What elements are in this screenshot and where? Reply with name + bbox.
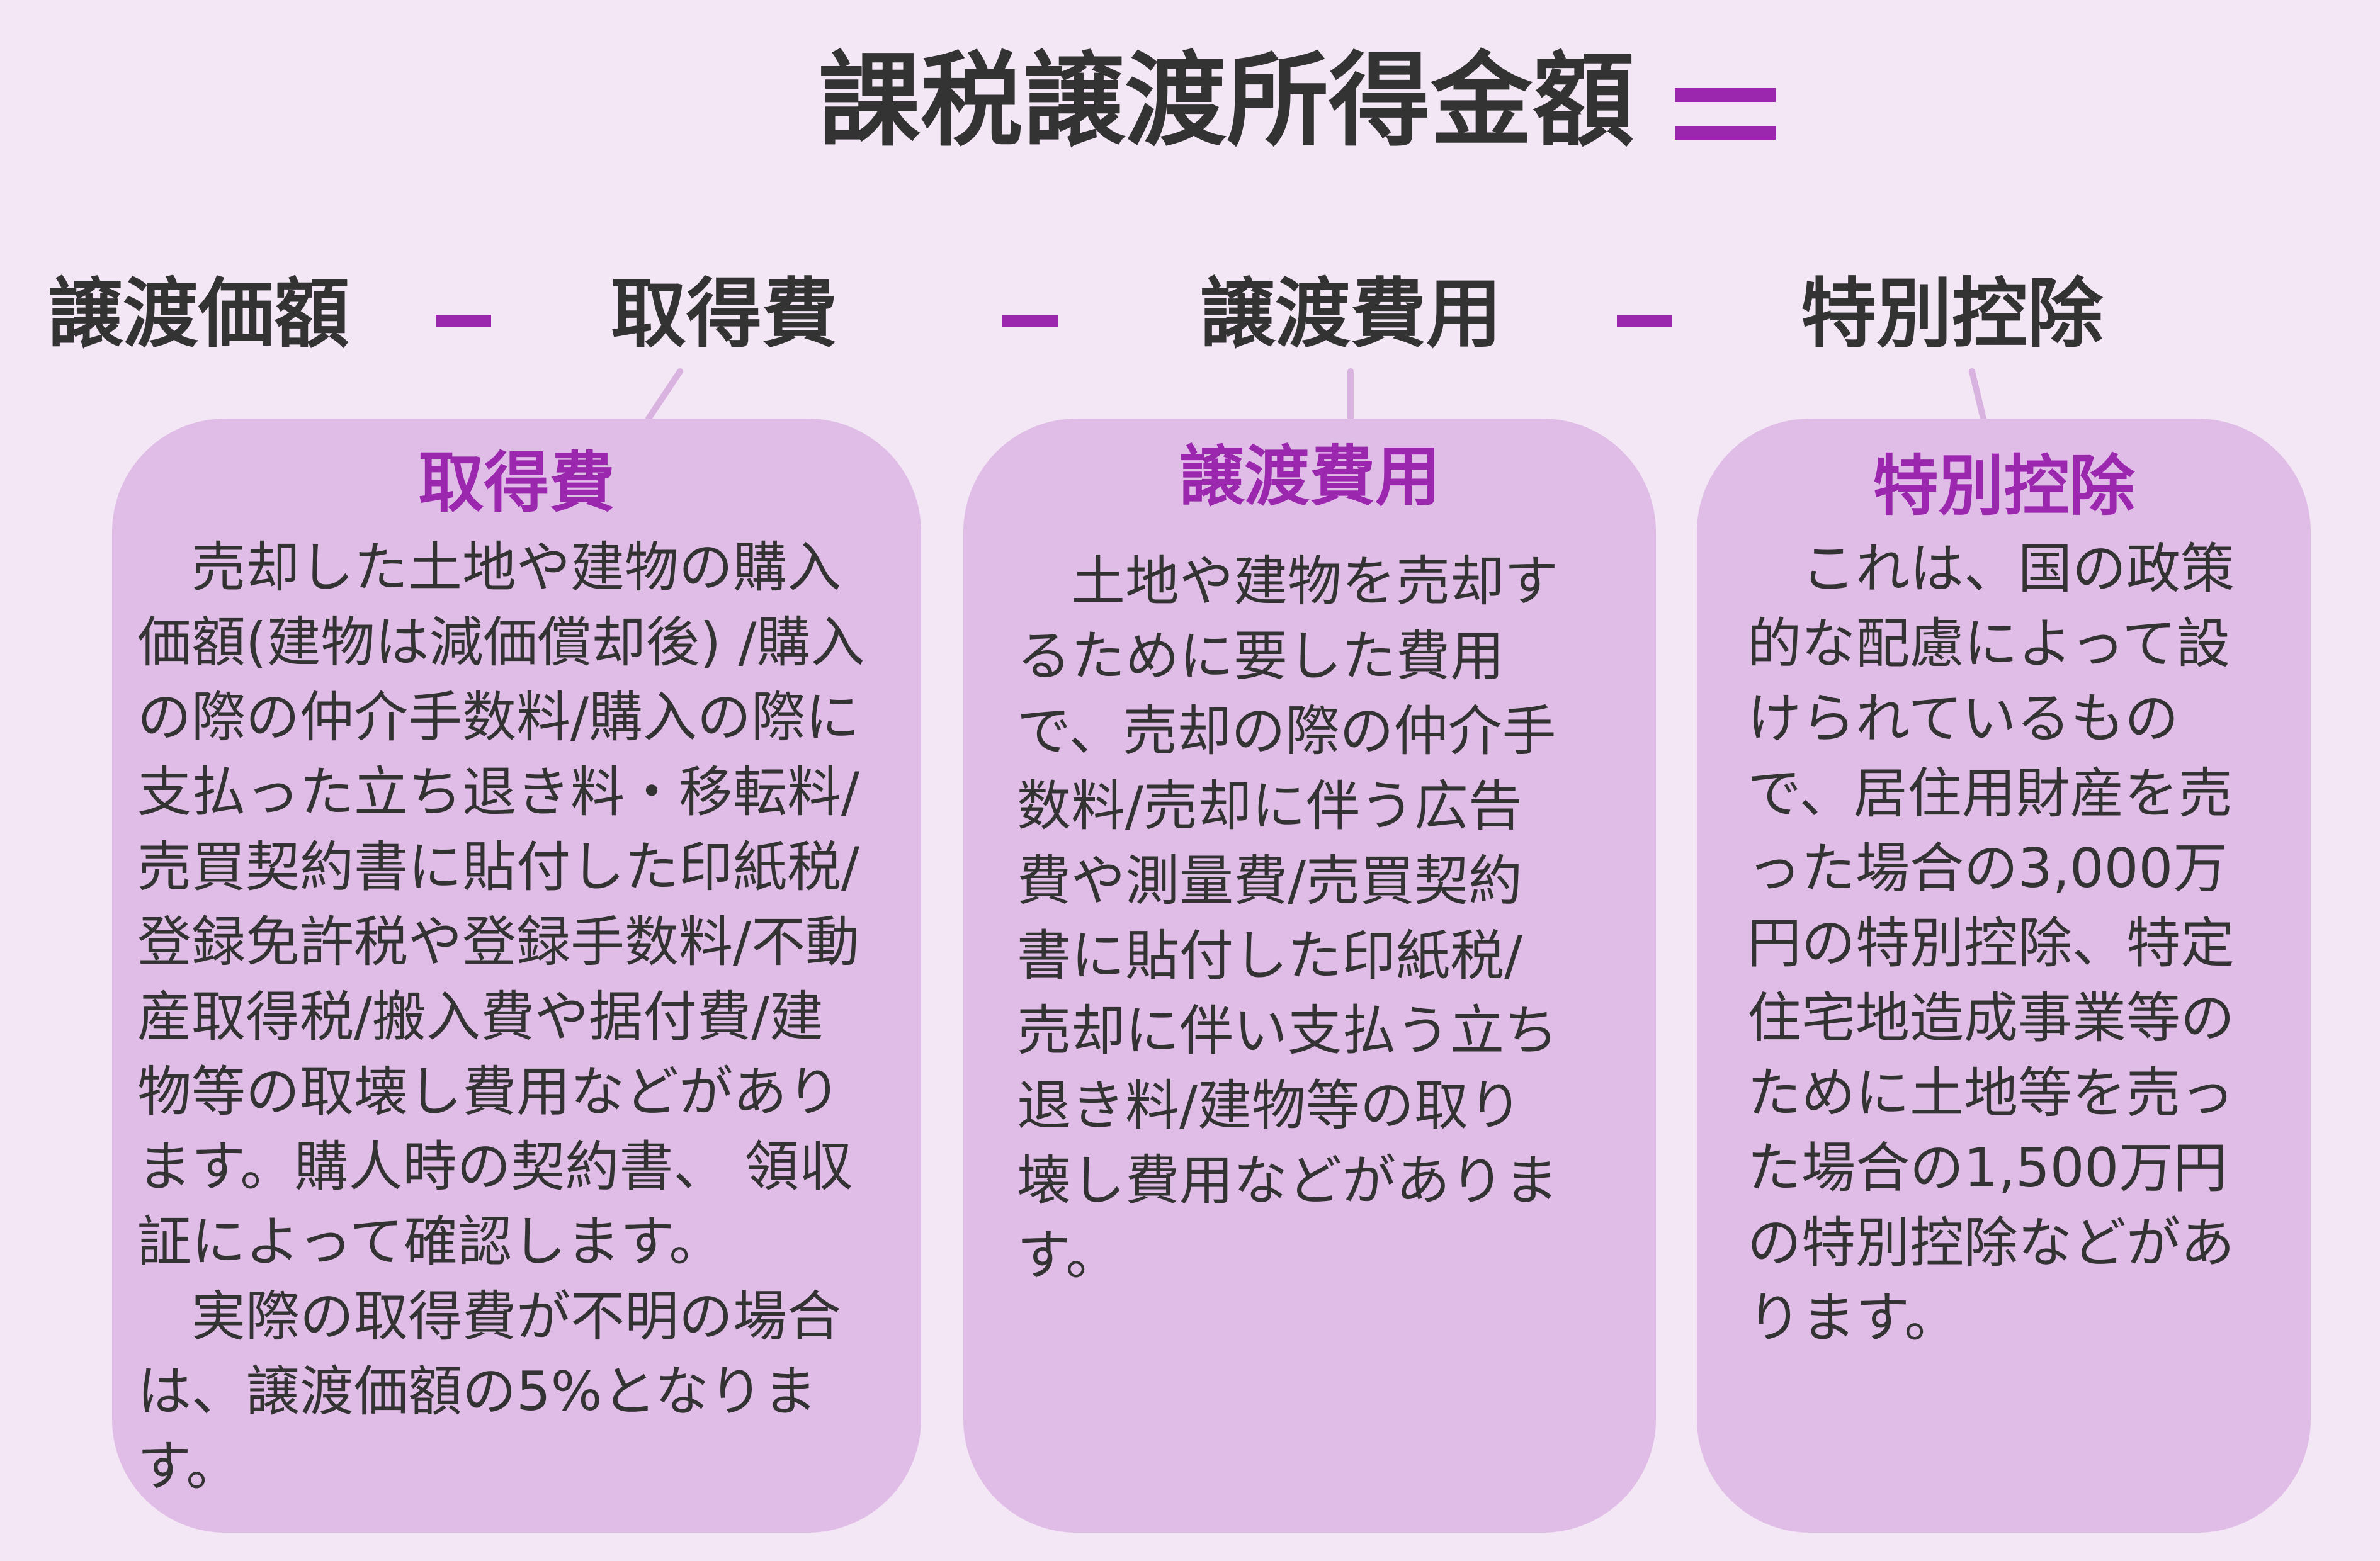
- card-body-special-deduction: これは、国の政策 的な配慮によって設 けられているもの で、居住用財産を売 った…: [1747, 532, 2301, 1356]
- card-paragraph: これは、国の政策 的な配慮によって設 けられているもの で、居住用財産を売 った…: [1747, 538, 2235, 1350]
- minus-sign-2: [1002, 315, 1058, 327]
- card-title-transfer-expenses: 譲渡費用: [1178, 438, 1441, 515]
- connector-acquisition-cost: [645, 368, 683, 422]
- term-acquisition-cost: 取得費: [611, 271, 837, 358]
- card-paragraph: 売却した土地や建物の購入 価額(建物は減価償却後) /購入 の際の仲介手数料/購…: [137, 536, 865, 1273]
- card-paragraph: 土地や建物を売却す るために要した費用 で、売却の際の仲介手 数料/売却に伴う広…: [1017, 550, 1558, 1287]
- formula-title: 課税譲渡所得金額: [819, 42, 1635, 161]
- term-transfer-price: 譲渡価額: [47, 271, 349, 358]
- term-transfer-expenses: 譲渡費用: [1199, 271, 1502, 358]
- minus-sign-3: [1617, 315, 1672, 327]
- equals-sign: [1675, 88, 1776, 140]
- minus-sign-1: [436, 315, 491, 327]
- equals-bar-bottom: [1675, 126, 1776, 140]
- term-special-deduction: 特別控除: [1801, 271, 2103, 358]
- connector-special-deduction: [1969, 368, 1986, 422]
- card-title-special-deduction: 特別控除: [1873, 448, 2135, 524]
- card-special-deduction: 特別控除 これは、国の政策 的な配慮によって設 けられているもの で、居住用財産…: [1697, 419, 2311, 1533]
- card-acquisition-cost: 取得費 売却した土地や建物の購入 価額(建物は減価償却後) /購入 の際の仲介手…: [112, 419, 921, 1533]
- card-transfer-expenses: 譲渡費用 土地や建物を売却す るために要した費用 で、売却の際の仲介手 数料/売…: [963, 419, 1656, 1533]
- card-title-acquisition-cost: 取得費: [418, 444, 615, 521]
- equals-bar-top: [1675, 88, 1776, 102]
- card-paragraph: 実際の取得費が不明の場合 は、譲渡価額の5%となりま す。: [137, 1285, 841, 1498]
- card-body-transfer-expenses: 土地や建物を売却す るために要した費用 で、売却の際の仲介手 数料/売却に伴う広…: [1017, 544, 1646, 1293]
- card-body-acquisition-cost: 売却した土地や建物の購入 価額(建物は減価償却後) /購入 の際の仲介手数料/購…: [137, 531, 921, 1504]
